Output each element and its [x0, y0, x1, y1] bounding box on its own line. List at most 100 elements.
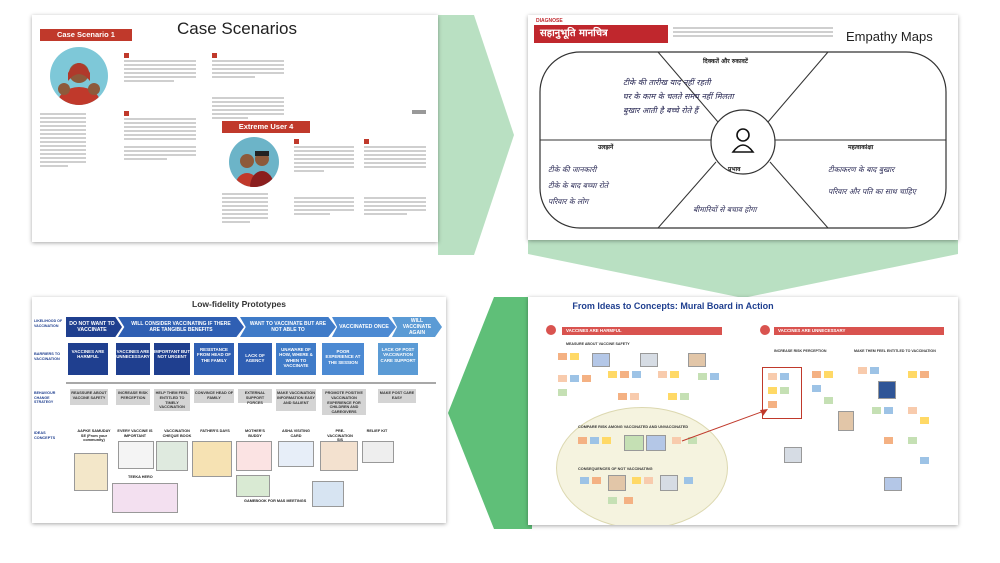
row-label-barriers: BARRIERS TO VACCINATION — [34, 352, 61, 361]
mural-image — [838, 411, 854, 431]
mural-image — [624, 435, 644, 451]
row-label-ideas: IDEAS CONCEPTS — [34, 431, 56, 440]
strategy-3: HELP THEM FEEL ENTITLED TO TIMELY VACCIN… — [154, 389, 190, 411]
empathy-q-left: उलझनें — [598, 144, 614, 151]
handwritten-note-5: टीके के बाद बच्चा रोते — [548, 181, 609, 190]
sticky-note — [670, 371, 679, 378]
idea-label-3: VACCINATION CHEQUE BOOK — [162, 429, 192, 438]
case-scenarios-panel: Case Scenarios Case Scenario 1 Extreme U… — [32, 15, 438, 242]
extreme-note-1 — [294, 139, 354, 174]
handwritten-note-2: घर के काम के चलते समय नहीं मिलता — [623, 92, 734, 101]
sticky-note — [908, 437, 917, 444]
strategy-5: EXTERNAL SUPPORT FORCES — [238, 389, 272, 405]
sticky-note — [618, 393, 627, 400]
unnecessary-icon — [760, 325, 770, 335]
prototypes-panel: Low-fidelity Prototypes LIKELIHOOD OF VA… — [32, 297, 446, 523]
extreme-note-4 — [364, 195, 426, 217]
sticky-note — [668, 393, 677, 400]
row-label-likelihood: LIKELIHOOD OF VACCINATION — [34, 319, 63, 328]
idea-thumb-9 — [236, 475, 270, 497]
handwritten-note-9: परिवार और पति का साथ चाहिए — [828, 187, 916, 196]
avatar-couple-illustration — [229, 137, 279, 187]
mural-image — [592, 353, 610, 367]
idea-thumb-8 — [362, 441, 394, 463]
strategy-2: INCREASE RISK PERCEPTION — [116, 389, 150, 405]
idea-label-1: AAPKE SAMUDAY SE (From your community) — [77, 429, 111, 443]
mural-image — [608, 475, 626, 491]
row-label-strategy: BEHAVIOUR CHANGE STRATEGY — [34, 391, 56, 405]
sticky-note — [812, 385, 821, 392]
consequences-subhead: CONSEQUENCES OF NOT VACCINATING — [578, 467, 653, 471]
prototypes-title: Low-fidelity Prototypes — [192, 299, 286, 309]
empathy-header-banner: सहानुभूति मानचित्र — [534, 25, 668, 43]
sticky-note — [630, 393, 639, 400]
case-note-3 — [212, 95, 284, 121]
idea-thumb-10 — [312, 481, 344, 507]
strategy-4: CONVINCE HEAD OF FAMILY — [194, 389, 234, 403]
sticky-note — [768, 387, 777, 394]
barrier-1: VACCINES ARE HARMFUL — [68, 343, 108, 375]
teeka-hero-thumb — [112, 483, 178, 513]
likelihood-stage-3: WANT TO VACCINATE BUT ARE NOT ABLE TO — [240, 317, 336, 337]
sticky-note — [688, 437, 697, 444]
strategy-1: REASSURE ABOUT VACCINE SAFETY — [70, 389, 108, 405]
case-scenario-label: Case Scenario 1 — [40, 29, 132, 41]
idea-label-8: RELIEF KIT — [366, 429, 388, 433]
avatar-mother-illustration — [50, 47, 108, 105]
idea-label-teeka-hero: TEEKA HERO — [128, 475, 153, 479]
likelihood-stage-1-label: DO NOT WANT TO VACCINATE — [69, 321, 115, 333]
sticky-note — [768, 373, 777, 380]
idea-label-2: EVERY VACCINE IS IMPORTANT — [117, 429, 153, 438]
subhead-entitled: MAKE THEM FEEL ENTITLED TO VACCINATION — [854, 349, 936, 353]
likelihood-stage-4-label: VACCINATED ONCE — [339, 324, 389, 330]
case-persona-text — [40, 111, 86, 169]
likelihood-stage-3-label: WANT TO VACCINATE BUT ARE NOT ABLE TO — [249, 321, 327, 333]
sticky-note — [632, 371, 641, 378]
likelihood-stage-4: VACCINATED ONCE — [332, 317, 396, 337]
sticky-note — [920, 371, 929, 378]
subhead-safety: MEASURE ABOUT VACCINE SAFETY — [566, 342, 630, 346]
sticky-note — [780, 387, 789, 394]
handwritten-note-3: बुखार आती है बच्चे रोते हैं — [623, 106, 699, 115]
idea-label-gamebook: GAMEBOOK FOR MAS MEETINGS — [244, 499, 307, 503]
compare-subhead: COMPARE RISK AMONG VACCINATED AND UNVACC… — [578, 425, 689, 429]
mural-image — [878, 381, 896, 399]
strategy-6: MAKE VACCINATION INFORMATION EASY AND SA… — [276, 389, 316, 411]
case-scenarios-title: Case Scenarios — [177, 19, 298, 38]
sticky-note — [872, 407, 881, 414]
mural-image — [660, 475, 678, 491]
sticky-note — [824, 371, 833, 378]
sticky-note — [578, 437, 587, 444]
sticky-note — [920, 457, 929, 464]
strategy-8: MAKE POST CARE EASY — [378, 389, 416, 403]
sticky-note — [608, 371, 617, 378]
likelihood-stage-2-label: WILL CONSIDER VACCINATING IF THERE ARE T… — [131, 321, 231, 333]
case-note-1 — [124, 53, 196, 84]
mural-image — [784, 447, 802, 463]
sticky-note — [884, 437, 893, 444]
mural-image — [688, 353, 706, 367]
extreme-note-3 — [294, 195, 354, 217]
sticky-note — [920, 417, 929, 424]
logo-mark — [412, 110, 426, 114]
sticky-note — [558, 353, 567, 360]
idea-thumb-5 — [236, 441, 272, 471]
sticky-note — [698, 373, 707, 380]
flow-arrow-left — [448, 297, 532, 529]
handwritten-note-4: टीके की जानकारी — [548, 165, 597, 174]
barrier-3: IMPORTANT BUT NOT URGENT — [154, 343, 190, 375]
zoom-connector-arrow — [681, 409, 768, 442]
unnecessary-header: VACCINES ARE UNNECESSARY — [774, 327, 944, 335]
sticky-note — [608, 497, 617, 504]
idea-thumb-2 — [118, 441, 154, 469]
subhead-risk: INCREASE RISK PERCEPTION — [774, 349, 827, 353]
extreme-user-label: Extreme User 4 — [222, 121, 310, 133]
mural-image — [646, 435, 666, 451]
mural-title: From Ideas to Concepts: Mural Board in A… — [572, 301, 774, 311]
harmful-header: VACCINES ARE HARMFUL — [562, 327, 722, 335]
idea-label-6: ASHA VISITING CARD — [282, 429, 310, 438]
sticky-note — [592, 477, 601, 484]
case-note-2 — [212, 53, 284, 80]
sticky-note — [658, 371, 667, 378]
empathy-maps-panel: DIAGNOSE सहानुभूति मानचित्र Empathy Maps… — [528, 15, 958, 240]
